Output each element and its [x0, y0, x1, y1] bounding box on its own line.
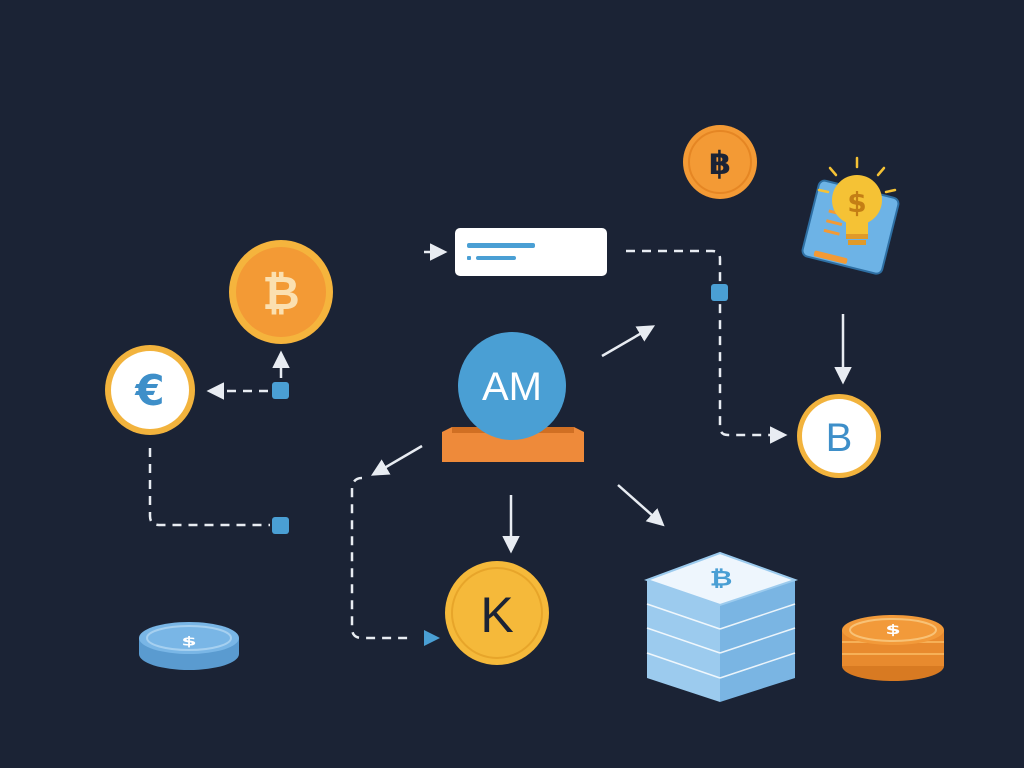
- bitcoin-coin-left[interactable]: ₿: [229, 240, 333, 344]
- node-squares: [272, 284, 728, 534]
- am-node-base: [442, 427, 584, 462]
- dollar-coin-icon: [139, 622, 239, 654]
- dollar-coin-icon: [842, 615, 944, 645]
- connector-euro-down: [148, 448, 270, 527]
- bitcoin-symbol: ฿: [709, 144, 731, 182]
- connector-textbox-to-b-coin: [626, 249, 788, 444]
- b-coin-symbol: B: [826, 416, 853, 460]
- text-box-line-2: [476, 256, 516, 260]
- text-box-line-1: [467, 243, 535, 248]
- arrow-am-to-stack: [617, 484, 665, 527]
- am-node-circle: [458, 332, 566, 440]
- bitcoin-coin-top[interactable]: ฿: [683, 125, 757, 199]
- dollar-symbol: $: [885, 623, 900, 638]
- am-node[interactable]: AM: [442, 332, 584, 462]
- arrow-am-down-left: [370, 444, 423, 476]
- am-node-label: AM: [482, 365, 542, 409]
- text-box-panel: [455, 228, 607, 276]
- connectors: [148, 243, 852, 640]
- connector-loop-to-k-coin: [350, 476, 412, 640]
- b-coin[interactable]: B: [797, 394, 881, 478]
- block-top-face: [644, 551, 799, 607]
- text-box-bullet: [467, 256, 471, 260]
- dollar-coin-stack-orange[interactable]: $: [842, 615, 944, 681]
- euro-symbol: €: [134, 366, 164, 415]
- euro-coin[interactable]: €: [105, 345, 195, 435]
- text-box: [455, 228, 607, 276]
- bitcoin-icon: ₿: [710, 566, 733, 591]
- dollar-coin-blue[interactable]: $: [139, 622, 239, 670]
- bitcoin-icon: [683, 125, 757, 199]
- node-square-lower-left: [272, 517, 289, 534]
- arrow-am-up-right: [601, 325, 656, 358]
- node-square-right: [711, 284, 728, 301]
- idea-card[interactable]: $: [801, 156, 900, 275]
- bitcoin-block-stack[interactable]: ₿: [644, 551, 799, 702]
- arrowhead-into-k-coin: [424, 630, 440, 646]
- k-coin[interactable]: K: [445, 561, 549, 665]
- dollar-symbol: $: [847, 186, 866, 219]
- node-square-upper-left: [272, 382, 289, 399]
- bitcoin-symbol: ₿: [262, 266, 300, 320]
- k-coin-icon: [445, 561, 549, 665]
- lightbulb-icon: $: [817, 156, 897, 245]
- dollar-symbol: $: [181, 635, 196, 649]
- k-coin-symbol: K: [480, 587, 513, 643]
